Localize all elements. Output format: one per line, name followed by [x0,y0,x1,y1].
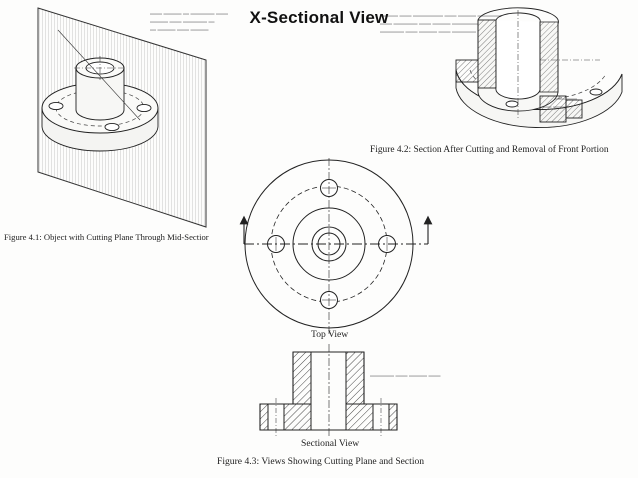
hub-wall-right [345,351,365,405]
figure-4-3-caption: Figure 4.3: Views Showing Cutting Plane … [217,456,425,467]
figure-4-2-caption: Figure 4.2: Section After Cutting and Re… [370,145,609,155]
top-view-drawing [239,158,433,334]
sectional-view-drawing [259,344,398,438]
figure-4-2-drawing [455,7,623,128]
bleed-through-texture: ▬▬▬ ▬▬ ▬▬▬▬▬ ▬▬ ▬▬▬ ▬▬▬▬▬▬ ▬▬▬▬ ▬▬ ▬▬▬ ▬… [380,13,502,35]
top-view-label: Top View [311,329,349,340]
figure-4-1-caption: Figure 4.1: Object with Cutting Plane Th… [4,232,209,242]
hub-wall-left [292,351,312,405]
slide-title: X-Sectional View [249,8,389,27]
sectional-view-label: Sectional View [301,438,360,449]
bleed-through-texture: ▬▬▬▬ ▬▬ ▬▬▬ ▬▬ [370,373,441,379]
section-bolt-hole-left [267,403,285,431]
section-bolt-hole-right [372,403,390,431]
bleed-through-texture: ▬▬ ▬▬▬ ▬ ▬▬▬▬ ▬▬▬▬▬ ▬▬ ▬▬▬▬ ▬▬ ▬▬▬ ▬▬ ▬▬… [150,11,228,33]
figure-4-1-drawing [37,7,207,228]
